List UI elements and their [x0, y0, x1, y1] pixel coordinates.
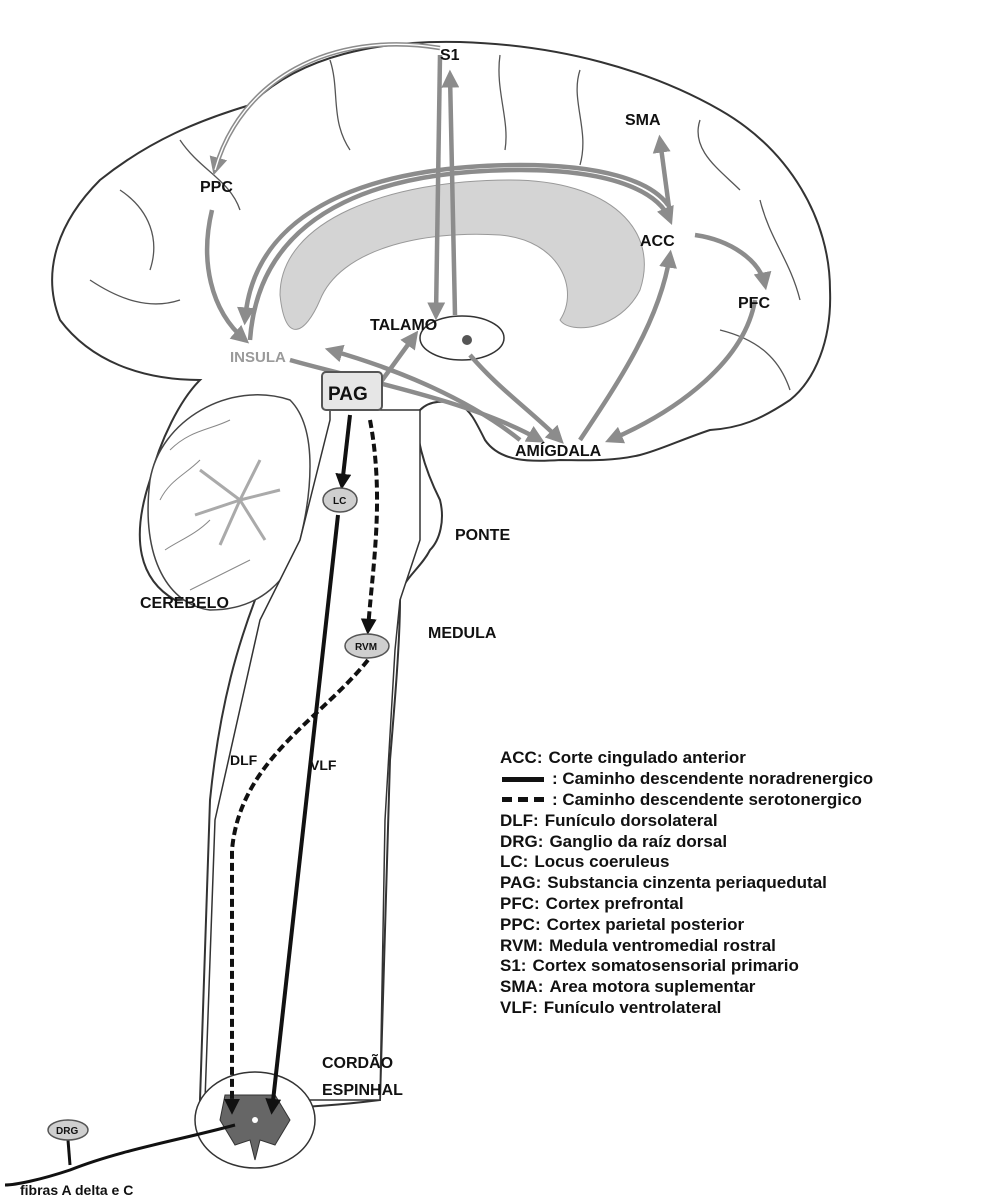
corpus-callosum [280, 180, 644, 329]
legend-key: SMA: [500, 977, 543, 997]
label-rvm: RVM [355, 642, 377, 653]
legend-key: PFC: [500, 894, 540, 914]
label-ponte: PONTE [455, 527, 510, 544]
legend-row: S1: Cortex somatosensorial primario [500, 956, 980, 977]
legend-row: VLF: Funículo ventrolateral [500, 998, 980, 1019]
legend-description: Medula ventromedial rostral [549, 936, 776, 956]
label-fibras: fibras A delta e C [20, 1182, 133, 1198]
legend-description: Locus coeruleus [534, 852, 669, 872]
legend-description: Funículo ventrolateral [544, 998, 722, 1018]
legend-row: RVM: Medula ventromedial rostral [500, 935, 980, 956]
gyrus-line [499, 55, 506, 150]
gyrus-line [180, 140, 240, 210]
legend-key: RVM: [500, 936, 543, 956]
gyrus-line [330, 60, 350, 150]
legend-description: : Caminho descendente serotonergico [552, 790, 862, 810]
legend-key: DLF: [500, 811, 539, 831]
legend-key: PPC: [500, 915, 541, 935]
legend-row: PFC: Cortex prefrontal [500, 894, 980, 915]
label-lc: LC [333, 496, 346, 507]
label-dlf: DLF [230, 752, 258, 768]
drg-fiber [5, 1125, 235, 1185]
legend-key: DRG: [500, 832, 543, 852]
label-sma: SMA [625, 112, 661, 129]
gyrus-line [760, 200, 800, 300]
label-amigdala: AMÍGDALA [515, 441, 602, 460]
spinal-cord-cross-section [195, 1072, 315, 1168]
legend-row: LC: Locus coeruleus [500, 852, 980, 873]
solid-line-swatch [502, 777, 544, 782]
legend-description: Cortex parietal posterior [547, 915, 744, 935]
label-insula: INSULA [230, 349, 286, 366]
label-medula: MEDULA [428, 625, 497, 642]
gyrus-line [120, 190, 154, 270]
label-talamo: TALAMO [370, 317, 437, 334]
legend-row: PPC: Cortex parietal posterior [500, 914, 980, 935]
gyrus-line [720, 330, 790, 390]
legend-key: LC: [500, 852, 528, 872]
legend-key: S1: [500, 956, 526, 976]
label-s1: S1 [440, 47, 460, 64]
legend-row: : Caminho descendente noradrenergico [500, 769, 980, 790]
legend-row: DLF: Funículo dorsolateral [500, 810, 980, 831]
gyrus-line [90, 280, 180, 304]
legend-row: DRG: Ganglio da raíz dorsal [500, 831, 980, 852]
label-vlf: VLF [310, 757, 337, 773]
label-ppc: PPC [200, 179, 233, 196]
label-pag: PAG [328, 384, 368, 405]
legend-description: Ganglio da raíz dorsal [549, 832, 727, 852]
legend-description: Cortex somatosensorial primario [532, 956, 798, 976]
label-pfc: PFC [738, 295, 770, 312]
legend-key: VLF: [500, 998, 538, 1018]
legend-description: Funículo dorsolateral [545, 811, 718, 831]
label-espinhal: ESPINHAL [322, 1082, 403, 1099]
legend: ACC:Corte cingulado anterior: Caminho de… [500, 748, 980, 1018]
label-drg: DRG [56, 1126, 78, 1137]
gyrus-line [577, 70, 583, 165]
legend-description: : Caminho descendente noradrenergico [552, 769, 873, 789]
legend-description: Cortex prefrontal [546, 894, 684, 914]
legend-row: ACC: Corte cingulado anterior [500, 748, 980, 769]
legend-description: Substancia cinzenta periaquedutal [547, 873, 827, 893]
legend-description: Area motora suplementar [549, 977, 755, 997]
legend-key: ACC: [500, 748, 543, 768]
legend-key: PAG: [500, 873, 541, 893]
label-acc: ACC [640, 233, 675, 250]
legend-description: Corte cingulado anterior [549, 748, 746, 768]
legend-row: : Caminho descendente serotonergico [500, 790, 980, 811]
thalamus-nucleus [462, 335, 472, 345]
label-cerebelo: CEREBELO [140, 595, 229, 612]
legend-row: SMA: Area motora suplementar [500, 977, 980, 998]
label-cordao: CORDÃO [322, 1052, 393, 1072]
dashed-line-swatch [502, 797, 544, 802]
gyrus-line [698, 120, 740, 190]
legend-row: PAG: Substancia cinzenta periaquedutal [500, 873, 980, 894]
gray-pathways [207, 44, 765, 440]
